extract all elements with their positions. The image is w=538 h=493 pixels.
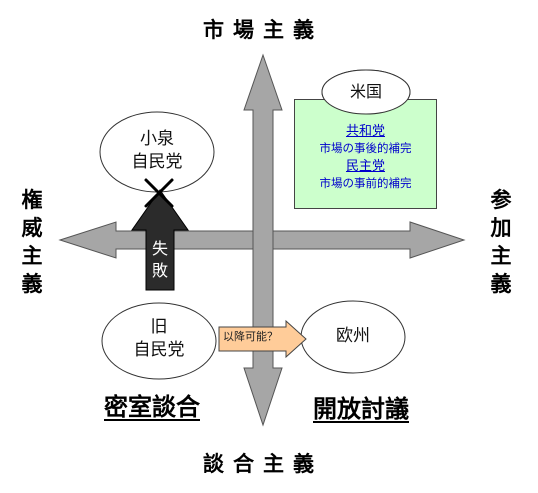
koizumi-ldp-label: 小泉 自民党 [131, 129, 183, 172]
old-ldp-label: 旧 自民党 [133, 317, 185, 360]
transition-label: 以降可能？ [223, 330, 278, 343]
axis-label-top: 市場主義 [203, 18, 323, 42]
republican-party-label: 共和党 [345, 124, 385, 139]
axis-label-right: 参 加 主 義 [490, 188, 512, 296]
failure-arrow [131, 189, 189, 291]
europe-label: 欧州 [336, 326, 370, 346]
axis-label-bottom: 談合主義 [203, 452, 323, 476]
democratic-description: 市場の事前的補完 [319, 176, 412, 190]
old-ldp-ellipse [101, 302, 217, 380]
usa-policy-box: 共和党 市場の事後的補完 民主党 市場の事前的補完 [294, 99, 437, 209]
axis-label-left: 権 威 主 義 [21, 188, 43, 296]
usa-label: 米国 [349, 82, 382, 101]
caption-closed-door: 密室談合 [104, 393, 200, 421]
transition-arrow [218, 319, 307, 359]
cross-mark-icon [144, 178, 174, 208]
failure-label: 失 敗 [151, 239, 168, 280]
republican-description: 市場の事後的補完 [319, 141, 412, 155]
democratic-party-label: 民主党 [345, 159, 385, 174]
caption-open-discussion: 開放討議 [313, 395, 409, 423]
